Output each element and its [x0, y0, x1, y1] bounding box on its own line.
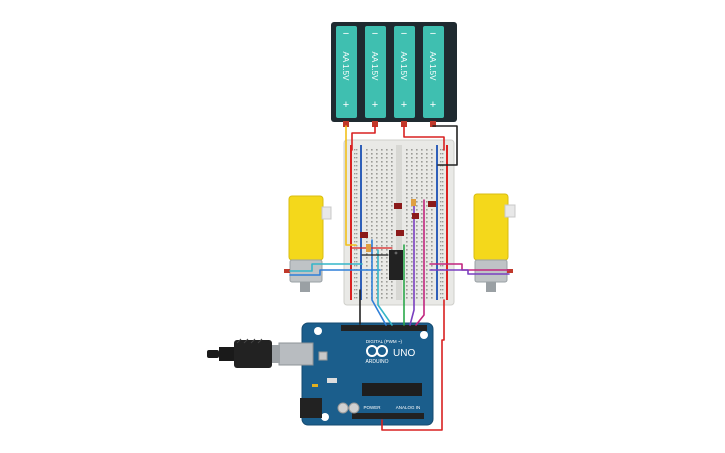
cell-voltage-label: AA 1.5V [370, 52, 379, 82]
breadboard-components [360, 199, 436, 280]
power-rail-red [446, 145, 448, 300]
capacitor [411, 199, 416, 206]
wire-yellow [345, 125, 357, 246]
dc-motor-right[interactable] [473, 193, 516, 292]
battery-cell: − AA 1.5V + [334, 25, 359, 119]
arduino-board [301, 322, 434, 426]
center-channel [396, 145, 402, 300]
wire-cyan [289, 263, 363, 272]
cell-plus-label: + [372, 99, 378, 111]
resistor [360, 232, 368, 238]
capacitor [348, 402, 360, 414]
cell-minus-label: − [430, 28, 436, 40]
battery-terminals [343, 121, 436, 127]
cell-plus-label: + [430, 99, 436, 111]
motor-can [474, 259, 508, 283]
power-jack [300, 398, 322, 418]
cell-plus-label: + [401, 99, 407, 111]
usb-cable[interactable] [207, 338, 280, 368]
wire-black [432, 125, 458, 166]
microcontroller-chip [362, 383, 422, 396]
power-analog-header [352, 413, 424, 419]
capacitor [337, 402, 349, 414]
power-rail-blue [436, 145, 438, 300]
arduino-uno[interactable]: DIGITAL (PWM ~) POWER ANALOG IN ARDUINO … [278, 322, 434, 426]
ic-notch [394, 251, 398, 255]
digital-header-label: DIGITAL (PWM ~) [366, 339, 403, 344]
mounting-hole [314, 327, 322, 335]
resistor [428, 201, 436, 207]
wire-blue [371, 239, 387, 326]
analog-header-label: ANALOG IN [396, 405, 421, 410]
motor-endcap [300, 282, 310, 292]
wire-red [403, 125, 445, 151]
model-label: UNO [393, 348, 415, 359]
resistor [412, 213, 419, 219]
battery-cell: − AA 1.5V + [421, 25, 446, 119]
cell-voltage-label: AA 1.5V [399, 52, 408, 82]
motor-gearbox [473, 193, 509, 261]
mounting-hole [321, 413, 329, 421]
battery-cell: − AA 1.5V + [392, 25, 417, 119]
cell-minus-label: − [372, 28, 378, 40]
battery-pack[interactable]: − AA 1.5V + − AA 1.5V + − AA 1.5V + − AA… [331, 22, 457, 127]
brand-label: ARDUINO [365, 359, 388, 365]
digital-header [341, 325, 427, 331]
cell-minus-label: − [343, 28, 349, 40]
cell-plus-label: + [343, 99, 349, 111]
cell-minus-label: − [401, 28, 407, 40]
motor-shaft [504, 204, 516, 218]
arduino-logo [366, 345, 388, 357]
power-rail-red [350, 145, 352, 300]
crystal [327, 378, 337, 383]
wire-red [351, 125, 376, 151]
resistor [396, 230, 404, 236]
motor-shaft [321, 206, 332, 220]
cell-voltage-label: AA 1.5V [341, 52, 350, 82]
wire-cyan [377, 249, 393, 326]
cell-voltage-label: AA 1.5V [428, 52, 437, 82]
wire-magenta [415, 199, 425, 326]
reset-button[interactable] [318, 351, 328, 361]
wire-blue [289, 269, 381, 276]
power-header-label: POWER [363, 405, 381, 410]
wire-purple [429, 269, 510, 275]
resistor [394, 203, 402, 209]
usb-connector [278, 342, 314, 366]
power-rail-blue [360, 145, 362, 300]
motor-endcap [486, 282, 496, 292]
motor-driver-ic [389, 250, 403, 280]
led-indicator [312, 384, 318, 387]
wire-purple [409, 204, 415, 326]
battery-cell: − AA 1.5V + [363, 25, 388, 119]
capacitor [366, 244, 371, 252]
motor-terminal [507, 269, 513, 273]
motor-terminal [284, 269, 290, 273]
wire-red [381, 299, 445, 431]
motor-gearbox [288, 195, 324, 261]
dc-motor-left[interactable] [284, 195, 332, 292]
wires [289, 125, 510, 431]
mounting-hole [420, 331, 428, 339]
wire-magenta [429, 263, 510, 271]
